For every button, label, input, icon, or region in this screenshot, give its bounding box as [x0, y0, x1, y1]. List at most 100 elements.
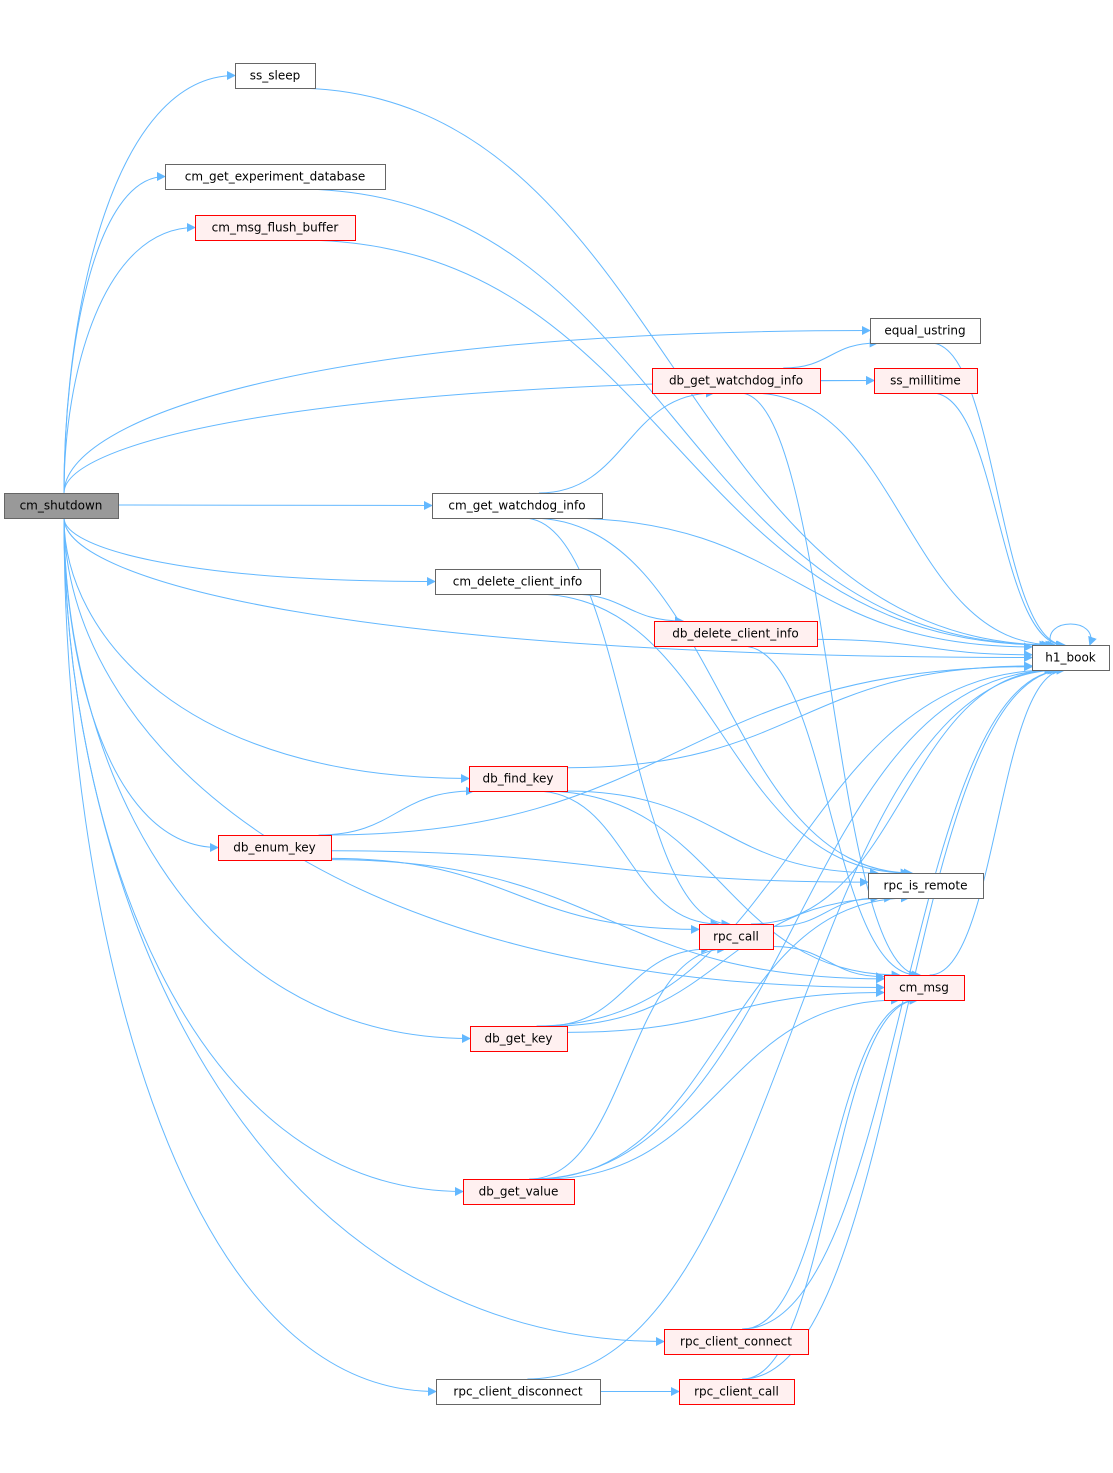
edge-rpc_client_disconnect-to-h1_book [527, 665, 1062, 1380]
node-cm_delete_client_info[interactable]: cm_delete_client_info [435, 569, 601, 595]
edge-rpc_client_connect-to-cm_msg [742, 995, 919, 1330]
edge-h1_book-to-h1_book [1049, 623, 1097, 646]
edge-cm_shutdown-to-cm_delete_client_info [63, 517, 436, 586]
node-label: cm_msg [899, 981, 949, 995]
node-cm_msg_flush_buffer[interactable]: cm_msg_flush_buffer [195, 215, 356, 241]
node-box [652, 368, 821, 394]
node-box [874, 368, 978, 394]
node-label: cm_shutdown [20, 499, 103, 513]
node-box [4, 493, 119, 519]
node-box [664, 1329, 809, 1355]
node-label: db_find_key [482, 772, 553, 786]
node-label: ss_sleep [250, 69, 300, 83]
edge-db_enum_key-to-h1_book [326, 662, 1033, 836]
edges-layer [63, 71, 1097, 1396]
edge-cm_shutdown-to-cm_msg [63, 517, 885, 992]
edge-cm_shutdown-to-cm_get_watchdog_info [117, 500, 433, 510]
node-label: db_get_watchdog_info [669, 374, 803, 388]
node-box [870, 318, 981, 344]
node-rpc_client_connect[interactable]: rpc_client_connect [664, 1329, 809, 1355]
edge-db_get_key-to-h1_book [536, 665, 1054, 1027]
node-rpc_client_disconnect[interactable]: rpc_client_disconnect [436, 1379, 601, 1405]
edge-db_delete_client_info-to-cm_msg [742, 645, 919, 980]
node-rpc_client_call[interactable]: rpc_client_call [679, 1379, 795, 1405]
node-box [463, 1179, 575, 1205]
node-equal_ustring[interactable]: equal_ustring [870, 318, 981, 344]
edge-db_get_watchdog_info-to-h1_book [751, 392, 1057, 650]
edge-cm_shutdown-to-ss_sleep [63, 71, 236, 494]
node-db_get_key[interactable]: db_get_key [470, 1026, 568, 1052]
node-box [235, 63, 316, 89]
edge-db_get_watchdog_info-to-cm_msg [739, 392, 922, 980]
node-rpc_call[interactable]: rpc_call [699, 924, 774, 950]
edge-db_find_key-to-rpc_call [535, 790, 720, 929]
edge-db_get_value-to-rpc_call [529, 944, 727, 1180]
edge-rpc_client_call-to-h1_book [742, 665, 1066, 1380]
node-cm_get_watchdog_info[interactable]: cm_get_watchdog_info [432, 493, 603, 519]
node-db_get_value[interactable]: db_get_value [463, 1179, 575, 1205]
node-box [432, 493, 603, 519]
node-db_get_watchdog_info[interactable]: db_get_watchdog_info [652, 368, 821, 394]
node-label: rpc_client_connect [680, 1335, 792, 1349]
edge-db_get_key-to-cm_msg [566, 988, 885, 1033]
edge-db_enum_key-to-db_find_key [318, 786, 475, 836]
node-box [195, 215, 356, 241]
edge-cm_shutdown-to-cm_get_experiment_database [63, 172, 166, 494]
node-label: rpc_is_remote [884, 879, 968, 893]
node-label: rpc_client_call [694, 1385, 779, 1399]
edge-db_enum_key-to-rpc_is_remote [330, 850, 869, 887]
edge-db_get_key-to-rpc_call [545, 944, 711, 1027]
edge-cm_delete_client_info-to-db_delete_client_info [569, 593, 684, 626]
edge-db_get_value-to-h1_book [531, 665, 1059, 1180]
edge-ss_sleep-to-h1_book [292, 87, 1055, 650]
node-db_find_key[interactable]: db_find_key [469, 766, 568, 792]
edge-cm_shutdown-to-cm_msg_flush_buffer [63, 223, 196, 494]
node-box [1032, 645, 1110, 671]
edge-cm_get_watchdog_info-to-h1_book [562, 517, 1033, 652]
node-label: db_enum_key [233, 841, 316, 855]
edge-cm_msg_flush_buffer-to-h1_book [298, 239, 1049, 650]
node-box [435, 569, 601, 595]
edge-db_delete_client_info-to-h1_book [816, 638, 1033, 660]
node-db_delete_client_info[interactable]: db_delete_client_info [654, 621, 818, 647]
edge-db_get_value-to-cm_msg [543, 995, 901, 1180]
node-label: cm_delete_client_info [453, 575, 583, 589]
edge-cm_shutdown-to-rpc_client_disconnect [63, 517, 437, 1396]
edge-cm_msg-to-h1_book [929, 665, 1066, 976]
node-label: h1_book [1045, 651, 1096, 665]
node-label: db_delete_client_info [672, 627, 799, 641]
node-label: db_get_key [485, 1032, 553, 1046]
node-box [699, 924, 774, 950]
node-box [868, 873, 984, 899]
edge-db_get_value-to-rpc_is_remote [535, 893, 910, 1180]
edge-equal_ustring-to-h1_book [930, 342, 1066, 650]
edge-cm_shutdown-to-equal_ustring [63, 326, 871, 494]
node-rpc_is_remote[interactable]: rpc_is_remote [868, 873, 984, 899]
edge-db_find_key-to-h1_book [566, 661, 1033, 769]
edge-db_get_key-to-rpc_is_remote [551, 893, 894, 1027]
edge-db_enum_key-to-cm_msg [330, 859, 885, 984]
edge-db_find_key-to-rpc_is_remote [565, 790, 879, 878]
node-cm_get_experiment_database[interactable]: cm_get_experiment_database [165, 164, 386, 190]
node-box [436, 1379, 601, 1405]
node-h1_book[interactable]: h1_book [1032, 645, 1110, 671]
node-cm_msg[interactable]: cm_msg [884, 975, 965, 1001]
node-cm_shutdown[interactable]: cm_shutdown [4, 493, 119, 519]
node-ss_sleep[interactable]: ss_sleep [235, 63, 316, 89]
node-label: rpc_client_disconnect [453, 1385, 582, 1399]
edge-ss_millitime-to-h1_book [932, 392, 1065, 650]
edge-cm_shutdown-to-db_get_key [63, 517, 471, 1043]
edge-cm_shutdown-to-rpc_client_connect [63, 517, 665, 1346]
edge-cm_shutdown-to-db_find_key [63, 517, 470, 783]
node-label: equal_ustring [884, 324, 965, 338]
edge-rpc_call-to-rpc_is_remote [772, 893, 880, 928]
edge-rpc_call-to-cm_msg [772, 946, 885, 982]
node-box [679, 1379, 795, 1405]
node-ss_millitime[interactable]: ss_millitime [874, 368, 978, 394]
node-label: rpc_call [713, 930, 759, 944]
edge-db_get_watchdog_info-to-equal_ustring [783, 338, 879, 369]
node-db_enum_key[interactable]: db_enum_key [218, 835, 332, 861]
node-box [469, 766, 568, 792]
edge-cm_delete_client_info-to-rpc_is_remote [534, 593, 910, 878]
